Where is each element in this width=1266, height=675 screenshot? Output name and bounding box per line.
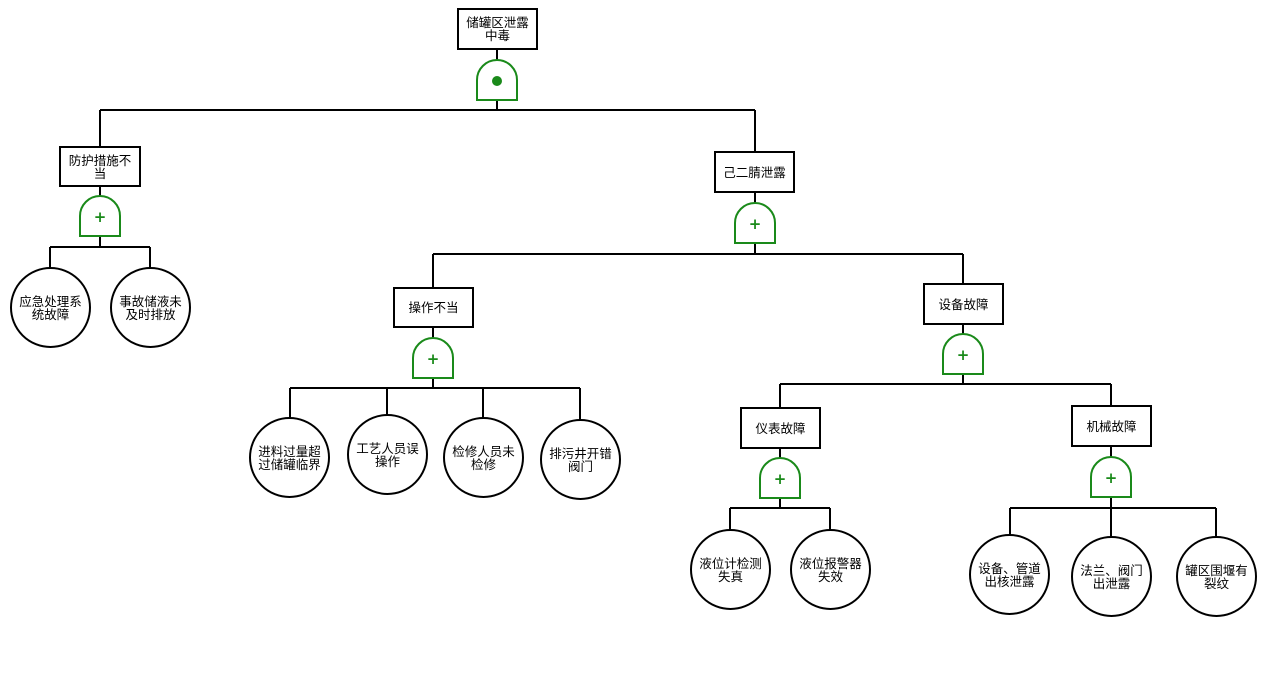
or-gate-plus-icon: + — [427, 350, 440, 368]
or-gate-plus-icon: + — [749, 215, 762, 233]
or-gate-plus-icon: + — [774, 470, 787, 488]
basic-event-wrong-valve[interactable]: 排污井开错 阀门 — [540, 419, 621, 500]
basic-event-pipe-leak[interactable]: 设备、管道 出核泄露 — [969, 534, 1050, 615]
event-mechanical[interactable]: 机械故障 — [1071, 405, 1152, 447]
basic-event-liquid-discharge[interactable]: 事故储液未 及时排放 — [110, 267, 191, 348]
event-operation[interactable]: 操作不当 — [393, 287, 474, 328]
or-gate-operation: + — [412, 337, 454, 379]
event-leak[interactable]: 己二腈泄露 — [714, 151, 795, 193]
and-gate-dot-icon — [492, 76, 502, 86]
or-gate-protection: + — [79, 195, 121, 237]
or-gate-plus-icon: + — [94, 208, 107, 226]
basic-event-emergency-system[interactable]: 应急处理系 统故障 — [10, 267, 91, 348]
basic-event-no-maintenance[interactable]: 检修人员未 检修 — [443, 417, 524, 498]
basic-event-dike-crack[interactable]: 罐区围堰有 裂纹 — [1176, 536, 1257, 617]
basic-event-misoperation[interactable]: 工艺人员误 操作 — [347, 414, 428, 495]
event-instrument[interactable]: 仪表故障 — [740, 407, 821, 449]
basic-event-level-alarm[interactable]: 液位报警器 失效 — [790, 529, 871, 610]
basic-event-overfill[interactable]: 进料过量超 过储罐临界 — [249, 417, 330, 498]
or-gate-plus-icon: + — [1105, 469, 1118, 487]
or-gate-plus-icon: + — [957, 346, 970, 364]
or-gate-leak: + — [734, 202, 776, 244]
or-gate-mechanical: + — [1090, 456, 1132, 498]
top-event[interactable]: 储罐区泄露 中毒 — [457, 8, 538, 50]
event-equipment[interactable]: 设备故障 — [923, 283, 1004, 325]
connectors — [49, 50, 1217, 537]
basic-event-flange-valve[interactable]: 法兰、阀门 出泄露 — [1071, 536, 1152, 617]
or-gate-instrument: + — [759, 457, 801, 499]
and-gate-top — [476, 59, 518, 101]
basic-event-level-gauge[interactable]: 液位计检测 失真 — [690, 529, 771, 610]
or-gate-equipment: + — [942, 333, 984, 375]
event-protection[interactable]: 防护措施不 当 — [59, 146, 141, 187]
